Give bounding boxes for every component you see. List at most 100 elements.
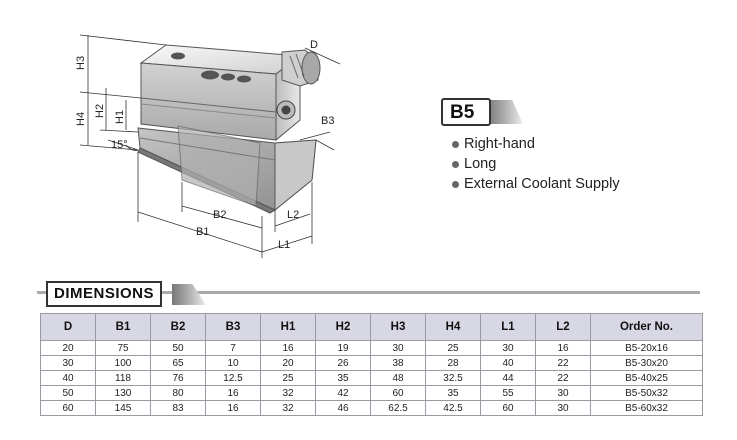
order-number-cell: B5-20x16 [590, 340, 703, 356]
feature-item: Right-hand [452, 134, 620, 154]
table-row: 50 130 80 16 32 42 60 35 55 30 B5-50x32 [40, 385, 703, 401]
label-H3: H3 [75, 56, 87, 70]
holder-base [137, 125, 317, 214]
label-B3: B3 [321, 115, 334, 127]
table-cell: 62.5 [370, 400, 426, 416]
column-header: B1 [95, 313, 151, 341]
column-header: D [40, 313, 96, 341]
column-header: B3 [205, 313, 261, 341]
label-H1: H1 [114, 110, 126, 124]
label-H4: H4 [75, 112, 87, 126]
bullet-icon [452, 161, 459, 168]
feature-item: External Coolant Supply [452, 174, 620, 194]
table-cell: 20 [260, 355, 316, 371]
table-cell: 25 [260, 370, 316, 386]
table-cell: 30 [480, 340, 536, 356]
table-cell: 80 [150, 385, 206, 401]
table-cell: 32.5 [425, 370, 481, 386]
table-cell: 145 [95, 400, 151, 416]
table-cell: 60 [480, 400, 536, 416]
column-header: L2 [535, 313, 591, 341]
order-number-cell: B5-50x32 [590, 385, 703, 401]
bullet-icon [452, 181, 459, 188]
table-cell: 42 [315, 385, 371, 401]
column-header: B2 [150, 313, 206, 341]
table-cell: 100 [95, 355, 151, 371]
label-B2: B2 [213, 209, 226, 221]
table-row: 20 75 50 7 16 19 30 25 30 16 B5-20x16 [40, 340, 703, 356]
model-badge: B5 [441, 98, 523, 128]
table-cell: 28 [425, 355, 481, 371]
table-cell: 22 [535, 370, 591, 386]
order-number-cell: B5-60x32 [590, 400, 703, 416]
table-cell: 55 [480, 385, 536, 401]
model-badge-tail [487, 100, 523, 124]
section-divider [37, 291, 700, 294]
label-H2: H2 [94, 104, 106, 118]
column-header: L1 [480, 313, 536, 341]
column-header: H2 [315, 313, 371, 341]
dimension-lines [79, 34, 341, 258]
label-L2: L2 [287, 209, 299, 221]
table-cell: 22 [535, 355, 591, 371]
table-cell: 12.5 [205, 370, 261, 386]
table-cell: 26 [315, 355, 371, 371]
table-cell: 76 [150, 370, 206, 386]
table-cell: 32 [260, 385, 316, 401]
table-cell: 75 [95, 340, 151, 356]
feature-list: Right-hand Long External Coolant Supply [452, 134, 620, 194]
table-cell: 60 [40, 400, 96, 416]
label-angle: 15° [111, 139, 128, 151]
table-cell: 50 [40, 385, 96, 401]
dimensions-header-tail [172, 284, 206, 305]
table-cell: 46 [315, 400, 371, 416]
tool-holder-drawing: H3 H4 H2 H1 15° D B3 B2 B1 L2 L1 [75, 34, 341, 258]
order-number-cell: B5-30x20 [590, 355, 703, 371]
table-cell: 16 [205, 385, 261, 401]
table-cell: 10 [205, 355, 261, 371]
table-row: 60 145 83 16 32 46 62.5 42.5 60 30 B5-60… [40, 400, 703, 416]
label-L1: L1 [278, 239, 290, 251]
table-cell: 32 [260, 400, 316, 416]
model-badge-tab: B5 [441, 98, 491, 126]
table-cell: 48 [370, 370, 426, 386]
label-B1: B1 [196, 226, 209, 238]
column-header: Order No. [590, 313, 703, 341]
table-cell: 83 [150, 400, 206, 416]
table-cell: 16 [535, 340, 591, 356]
table-cell: 16 [260, 340, 316, 356]
table-cell: 7 [205, 340, 261, 356]
order-number-cell: B5-40x25 [590, 370, 703, 386]
table-cell: 42.5 [425, 400, 481, 416]
table-cell: 65 [150, 355, 206, 371]
column-header: H1 [260, 313, 316, 341]
table-cell: 60 [370, 385, 426, 401]
feature-item: Long [452, 154, 620, 174]
table-cell: 40 [480, 355, 536, 371]
table-header-row: D B1 B2 B3 H1 H2 H3 H4 L1 L2 Order No. [40, 313, 703, 341]
table-cell: 25 [425, 340, 481, 356]
table-cell: 118 [95, 370, 151, 386]
bullet-icon [452, 141, 459, 148]
table-cell: 20 [40, 340, 96, 356]
label-D: D [310, 39, 318, 51]
column-header: H4 [425, 313, 481, 341]
model-badge-label: B5 [450, 102, 475, 123]
table-cell: 44 [480, 370, 536, 386]
table-cell: 50 [150, 340, 206, 356]
table-cell: 30 [535, 385, 591, 401]
table-cell: 30 [535, 400, 591, 416]
dimensions-table: D B1 B2 B3 H1 H2 H3 H4 L1 L2 Order No. 2… [40, 313, 703, 416]
column-header: H3 [370, 313, 426, 341]
table-cell: 130 [95, 385, 151, 401]
table-cell: 35 [315, 370, 371, 386]
table-cell: 38 [370, 355, 426, 371]
table-cell: 19 [315, 340, 371, 356]
coolant-nozzle [281, 49, 321, 87]
table-row: 40 118 76 12.5 25 35 48 32.5 44 22 B5-40… [40, 370, 703, 386]
table-cell: 30 [370, 340, 426, 356]
holder-body [139, 44, 302, 142]
table-cell: 16 [205, 400, 261, 416]
table-row: 30 100 65 10 20 26 38 28 40 22 B5-30x20 [40, 355, 703, 371]
dimensions-header: DIMENSIONS [46, 281, 206, 307]
